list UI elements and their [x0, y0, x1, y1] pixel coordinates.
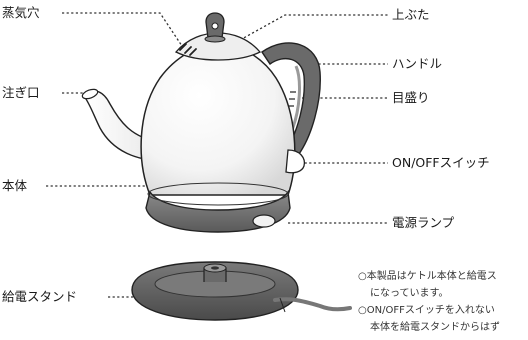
label-handle: ハンドル: [392, 56, 443, 71]
label-power-lamp: 電源ランプ: [392, 215, 455, 230]
notes-block: ○本製品はケトル本体と給電ス になっています。 ○ON/OFFスイッチを入れない…: [358, 269, 528, 340]
on-off-switch: [285, 149, 306, 174]
spout-tip: [81, 88, 99, 100]
label-body: 本体: [2, 178, 28, 193]
power-lamp: [252, 214, 276, 228]
kettle-body: [140, 41, 296, 196]
label-power-switch: ON/OFFスイッチ: [392, 155, 490, 170]
kettle-lid: [174, 12, 262, 61]
label-steam-vent: 蒸気穴: [2, 5, 40, 20]
leader-steam-vent: [62, 12, 183, 47]
steam-vent-slots: [179, 43, 197, 56]
label-power-base: 給電スタンド: [2, 289, 78, 304]
power-base-stand: [131, 261, 352, 321]
note-line-1: ○本製品はケトル本体と給電ス: [358, 271, 497, 282]
scale-marks: [288, 91, 296, 107]
note-line-4: 本体を給電スタンドからはず: [370, 322, 500, 333]
leader-lid: [239, 14, 388, 41]
note-line-3: ○ON/OFFスイッチを入れない: [358, 305, 495, 316]
label-lid: 上ぶた: [392, 7, 430, 22]
label-spout: 注ぎ口: [2, 85, 40, 100]
note-line-2: になっています。: [370, 288, 449, 299]
label-scale: 目盛り: [392, 90, 430, 105]
